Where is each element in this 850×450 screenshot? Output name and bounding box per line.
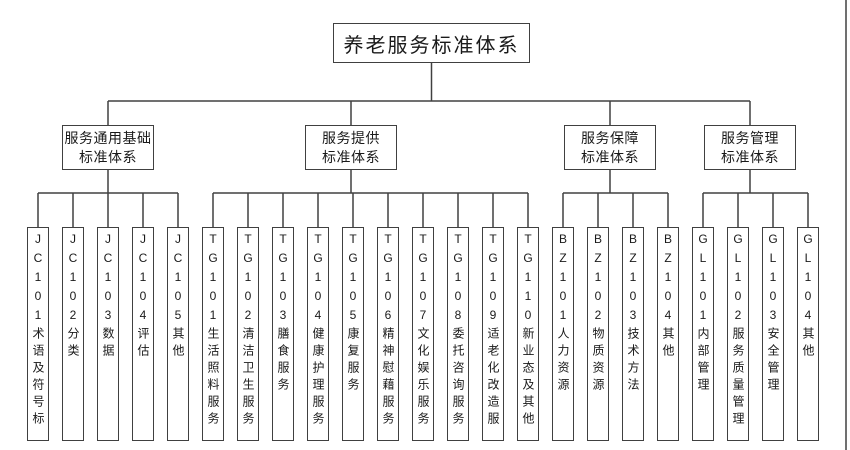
leaf-node: TG109适老化改造服务 [482, 227, 504, 441]
leaf-code: BZ102 [591, 232, 605, 327]
leaf-name: 精神慰藉服务 [381, 327, 395, 429]
leaf-node: JC103数据 [97, 227, 119, 441]
group-label-line: 服务通用基础 [64, 129, 152, 146]
leaf-name: 技术方法 [626, 327, 640, 395]
group-node: 服务管理标准体系 [704, 125, 796, 170]
leaf-code: TG110 [521, 232, 535, 327]
leaf-name: 服务质量管理 [731, 327, 745, 429]
leaf-name: 生活照料服务 [206, 327, 220, 429]
group-node: 服务提供标准体系 [305, 125, 397, 170]
leaf-name: 评估 [136, 327, 150, 361]
leaf-node: JC105其他 [167, 227, 189, 441]
leaf-code: JC104 [136, 232, 150, 327]
group-label-line: 服务保障 [581, 129, 639, 146]
leaf-code: BZ104 [661, 232, 675, 327]
leaf-node: JC101术语及符号标志 [27, 227, 49, 441]
leaf-code: JC102 [66, 232, 80, 327]
leaf-name: 康复服务 [346, 327, 360, 395]
leaf-name: 其他 [171, 327, 185, 361]
leaf-code: GL101 [696, 232, 710, 327]
group-node: 服务保障标准体系 [564, 125, 656, 170]
leaf-name: 膳食服务 [276, 327, 290, 395]
leaf-code: TG108 [451, 232, 465, 327]
leaf-code: GL103 [766, 232, 780, 327]
leaf-node: BZ104其他 [657, 227, 679, 441]
leaf-name: 文化娱乐服务 [416, 327, 430, 429]
group-label-line: 服务提供 [322, 129, 380, 146]
leaf-node: TG108委托咨询服务 [447, 227, 469, 441]
leaf-node: TG105康复服务 [342, 227, 364, 441]
leaf-name: 内部管理 [696, 327, 710, 395]
leaf-name: 分类 [66, 327, 80, 361]
root-label: 养老服务标准体系 [343, 34, 520, 57]
leaf-node: GL103安全管理 [762, 227, 784, 441]
group-label-line: 服务管理 [721, 129, 779, 146]
leaf-code: BZ101 [556, 232, 570, 327]
leaf-node: GL102服务质量管理 [727, 227, 749, 441]
leaf-code: TG106 [381, 232, 395, 327]
leaf-code: TG103 [276, 232, 290, 327]
leaf-code: JC103 [101, 232, 115, 327]
leaf-name: 清洁卫生服务 [241, 327, 255, 429]
leaf-code: TG101 [206, 232, 220, 327]
leaf-name: 委托咨询服务 [451, 327, 465, 429]
leaf-name: 健康护理服务 [311, 327, 325, 429]
leaf-name: 术语及符号标志 [31, 327, 45, 429]
leaf-code: TG105 [346, 232, 360, 327]
leaf-node: BZ101人力资源 [552, 227, 574, 441]
leaf-node: TG104健康护理服务 [307, 227, 329, 441]
leaf-code: TG109 [486, 232, 500, 327]
group-label-line: 标准体系 [581, 148, 639, 165]
leaf-node: JC102分类 [62, 227, 84, 441]
leaf-node: TG103膳食服务 [272, 227, 294, 441]
leaf-node: GL101内部管理 [692, 227, 714, 441]
root-node: 养老服务标准体系 [333, 23, 530, 63]
leaf-name: 新业态及其他 [521, 327, 535, 429]
leaf-node: JC104评估 [132, 227, 154, 441]
leaf-name: 数据 [101, 327, 115, 361]
leaf-code: JC101 [31, 232, 45, 327]
leaf-code: GL104 [801, 232, 815, 327]
leaf-code: GL102 [731, 232, 745, 327]
leaf-node: BZ102物质资源 [587, 227, 609, 441]
leaf-code: JC105 [171, 232, 185, 327]
leaf-code: TG107 [416, 232, 430, 327]
group-label-line: 标准体系 [322, 148, 380, 165]
leaf-node: BZ103技术方法 [622, 227, 644, 441]
group-label-line: 标准体系 [79, 148, 137, 165]
leaf-node: GL104其他 [797, 227, 819, 441]
leaf-node: TG110新业态及其他 [517, 227, 539, 441]
leaf-node: TG107文化娱乐服务 [412, 227, 434, 441]
leaf-code: TG104 [311, 232, 325, 327]
leaf-node: TG101生活照料服务 [202, 227, 224, 441]
leaf-name: 适老化改造服务 [486, 327, 500, 429]
group-label-line: 标准体系 [721, 148, 779, 165]
leaf-name: 物质资源 [591, 327, 605, 395]
leaf-code: TG102 [241, 232, 255, 327]
leaf-name: 安全管理 [766, 327, 780, 395]
leaf-node: TG102清洁卫生服务 [237, 227, 259, 441]
leaf-node: TG106精神慰藉服务 [377, 227, 399, 441]
leaf-code: BZ103 [626, 232, 640, 327]
leaf-name: 人力资源 [556, 327, 570, 395]
leaf-name: 其他 [801, 327, 815, 361]
leaf-name: 其他 [661, 327, 675, 361]
group-node: 服务通用基础标准体系 [62, 125, 154, 170]
